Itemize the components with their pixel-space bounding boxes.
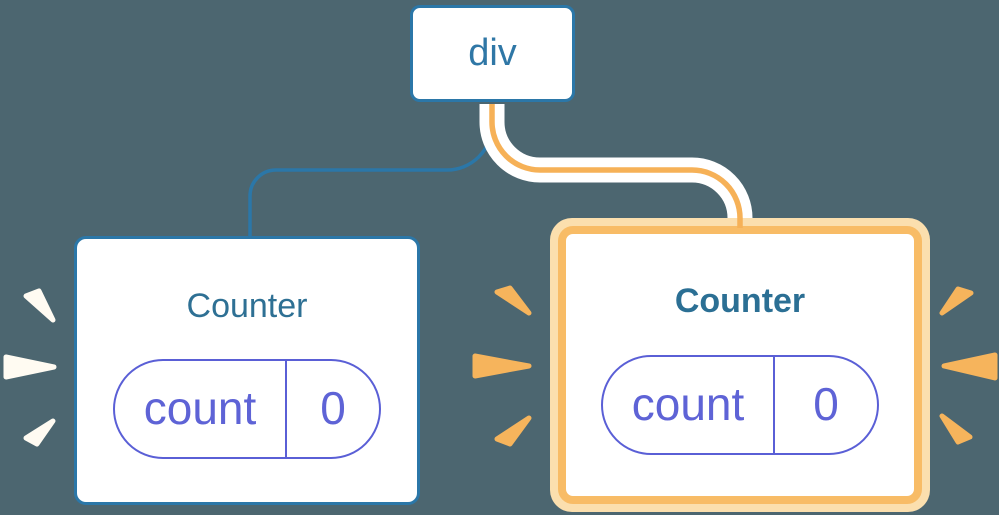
sparkle-dash <box>939 286 974 316</box>
sparkle-dash <box>494 415 532 447</box>
sparkles-right-orange <box>939 286 998 445</box>
state-key: count <box>603 357 775 453</box>
state-pill: count 0 <box>601 355 879 455</box>
counter-title: Counter <box>186 287 308 325</box>
counter-node-right: Counter count 0 <box>558 226 922 504</box>
root-node-div: div <box>410 5 575 102</box>
state-key: count <box>115 361 287 457</box>
connector-right-casing <box>479 104 753 219</box>
connector-left-blue <box>248 104 494 238</box>
root-node-label: div <box>468 32 517 74</box>
counter-node-right-highlight: Counter count 0 <box>550 218 930 512</box>
state-pill: count 0 <box>113 359 381 459</box>
counter-title: Counter <box>674 282 806 320</box>
sparkles-middle-orange <box>472 285 532 447</box>
sparkle-dash <box>23 418 56 447</box>
state-value: 0 <box>813 377 839 430</box>
sparkle-dash <box>941 352 998 381</box>
counter-node-left: Counter count 0 <box>74 236 420 505</box>
connector-right-orange <box>489 104 743 228</box>
sparkle-dash <box>3 354 57 380</box>
sparkle-dash <box>939 413 973 445</box>
sparkles-left-white <box>3 288 57 447</box>
state-value: 0 <box>320 381 346 434</box>
sparkle-dash <box>23 288 56 323</box>
sparkle-dash <box>472 353 532 379</box>
sparkle-dash <box>494 285 532 316</box>
